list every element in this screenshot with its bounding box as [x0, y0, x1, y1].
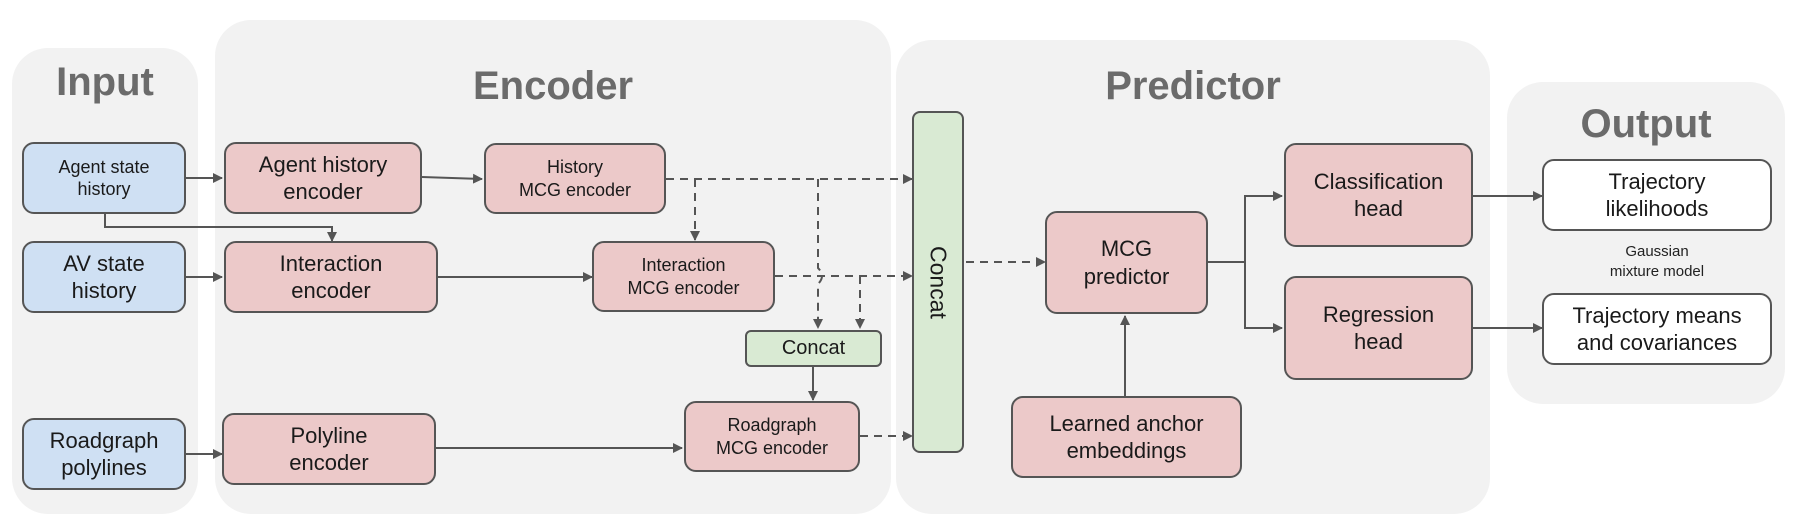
mcg-predictor-node: MCG predictor — [1045, 211, 1208, 314]
trajectory-likelihoods-node: Trajectory likelihoods — [1542, 159, 1772, 231]
output-panel-title: Output — [1580, 102, 1712, 146]
history-mcg-encoder-node: History MCG encoder — [484, 143, 666, 214]
regression-head-label: Regression head — [1322, 301, 1435, 355]
dashed-history-mcg-to-small-concat — [813, 179, 823, 329]
concat-small-label: Concat — [781, 337, 846, 359]
regression-head-node: Regression head — [1284, 276, 1473, 380]
trajectory-likelihoods-label: Trajectory likelihoods — [1605, 168, 1709, 222]
agent-state-history-label: Agent state history — [58, 156, 150, 200]
roadgraph-mcg-encoder-label: Roadgraph MCG encoder — [715, 415, 829, 458]
polyline-encoder-label: Polyline encoder — [289, 422, 369, 476]
roadgraph-polylines-node: Roadgraph polylines — [22, 418, 186, 490]
av-state-history-label: AV state history — [63, 250, 145, 304]
trajectory-means-label: Trajectory means and covariances — [1572, 302, 1742, 356]
concat-small-node: Concat — [745, 330, 882, 367]
edge-agent-to-interaction-encoder — [104, 214, 337, 242]
roadgraph-polylines-label: Roadgraph polylines — [49, 427, 159, 481]
av-state-history-node: AV state history — [22, 241, 186, 313]
mcg-predictor-label: MCG predictor — [1083, 236, 1170, 289]
classification-head-node: Classification head — [1284, 143, 1473, 247]
interaction-mcg-encoder-node: Interaction MCG encoder — [592, 241, 775, 312]
interaction-encoder-node: Interaction encoder — [224, 241, 438, 313]
edge-agent-encoder-to-history-mcg — [421, 173, 483, 184]
interaction-mcg-encoder-label: Interaction MCG encoder — [627, 255, 740, 298]
concat-large-label: Concat — [925, 245, 952, 319]
agent-history-encoder-node: Agent history encoder — [224, 142, 422, 214]
polyline-encoder-node: Polyline encoder — [222, 413, 436, 485]
learned-anchor-embeddings-node: Learned anchor embeddings — [1011, 396, 1242, 478]
encoder-panel-title: Encoder — [472, 64, 634, 108]
input-panel-title: Input — [56, 60, 154, 104]
gaussian-mixture-model-note: Gaussian mixture model — [1609, 243, 1705, 280]
concat-large-node: Concat — [912, 111, 964, 453]
agent-state-history-node: Agent state history — [22, 142, 186, 214]
interaction-encoder-label: Interaction encoder — [279, 250, 383, 304]
roadgraph-mcg-encoder-node: Roadgraph MCG encoder — [684, 401, 860, 472]
predictor-panel-title: Predictor — [1105, 64, 1281, 108]
classification-head-label: Classification head — [1313, 168, 1444, 222]
learned-anchor-embeddings-label: Learned anchor embeddings — [1049, 410, 1204, 464]
trajectory-means-node: Trajectory means and covariances — [1542, 293, 1772, 365]
history-mcg-encoder-label: History MCG encoder — [518, 157, 632, 200]
edge-predictor-split — [1208, 191, 1283, 263]
agent-history-encoder-label: Agent history encoder — [258, 151, 388, 205]
